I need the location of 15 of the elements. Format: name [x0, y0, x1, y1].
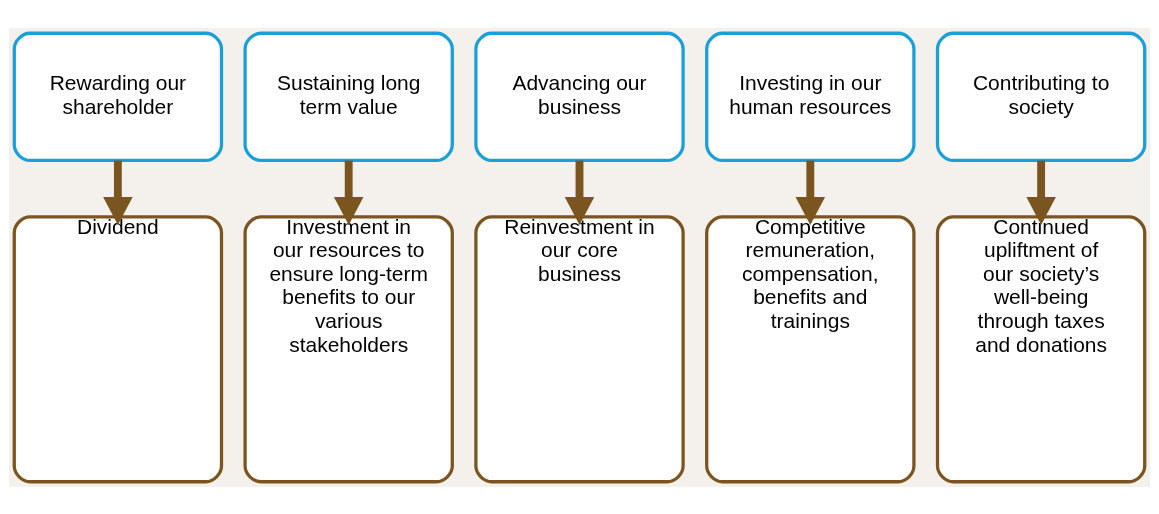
node-box: Contributing to society: [935, 31, 1147, 162]
node-box: Dividend: [12, 214, 224, 483]
node-box: Reinvestment in our core business: [474, 214, 685, 483]
arrow: [103, 160, 133, 225]
node-box: Sustaining long term value: [243, 31, 454, 162]
node-box: Investing in our human resources: [705, 31, 916, 162]
node-box: Advancing our business: [474, 31, 685, 162]
arrow: [795, 160, 826, 225]
arrow: [1026, 160, 1056, 225]
node-box: Investment in our resources to ensure long-term benefits to our various stakeholders: [243, 214, 454, 483]
arrow: [564, 160, 595, 225]
node-box: Competitive remuneration, compensation, benefits and trainings: [705, 214, 916, 483]
arrow: [333, 160, 364, 225]
node-box: Continued upliftment of our society’s well-being through taxes and donations: [935, 214, 1147, 483]
node-box: Rewarding our shareholder: [12, 31, 224, 162]
